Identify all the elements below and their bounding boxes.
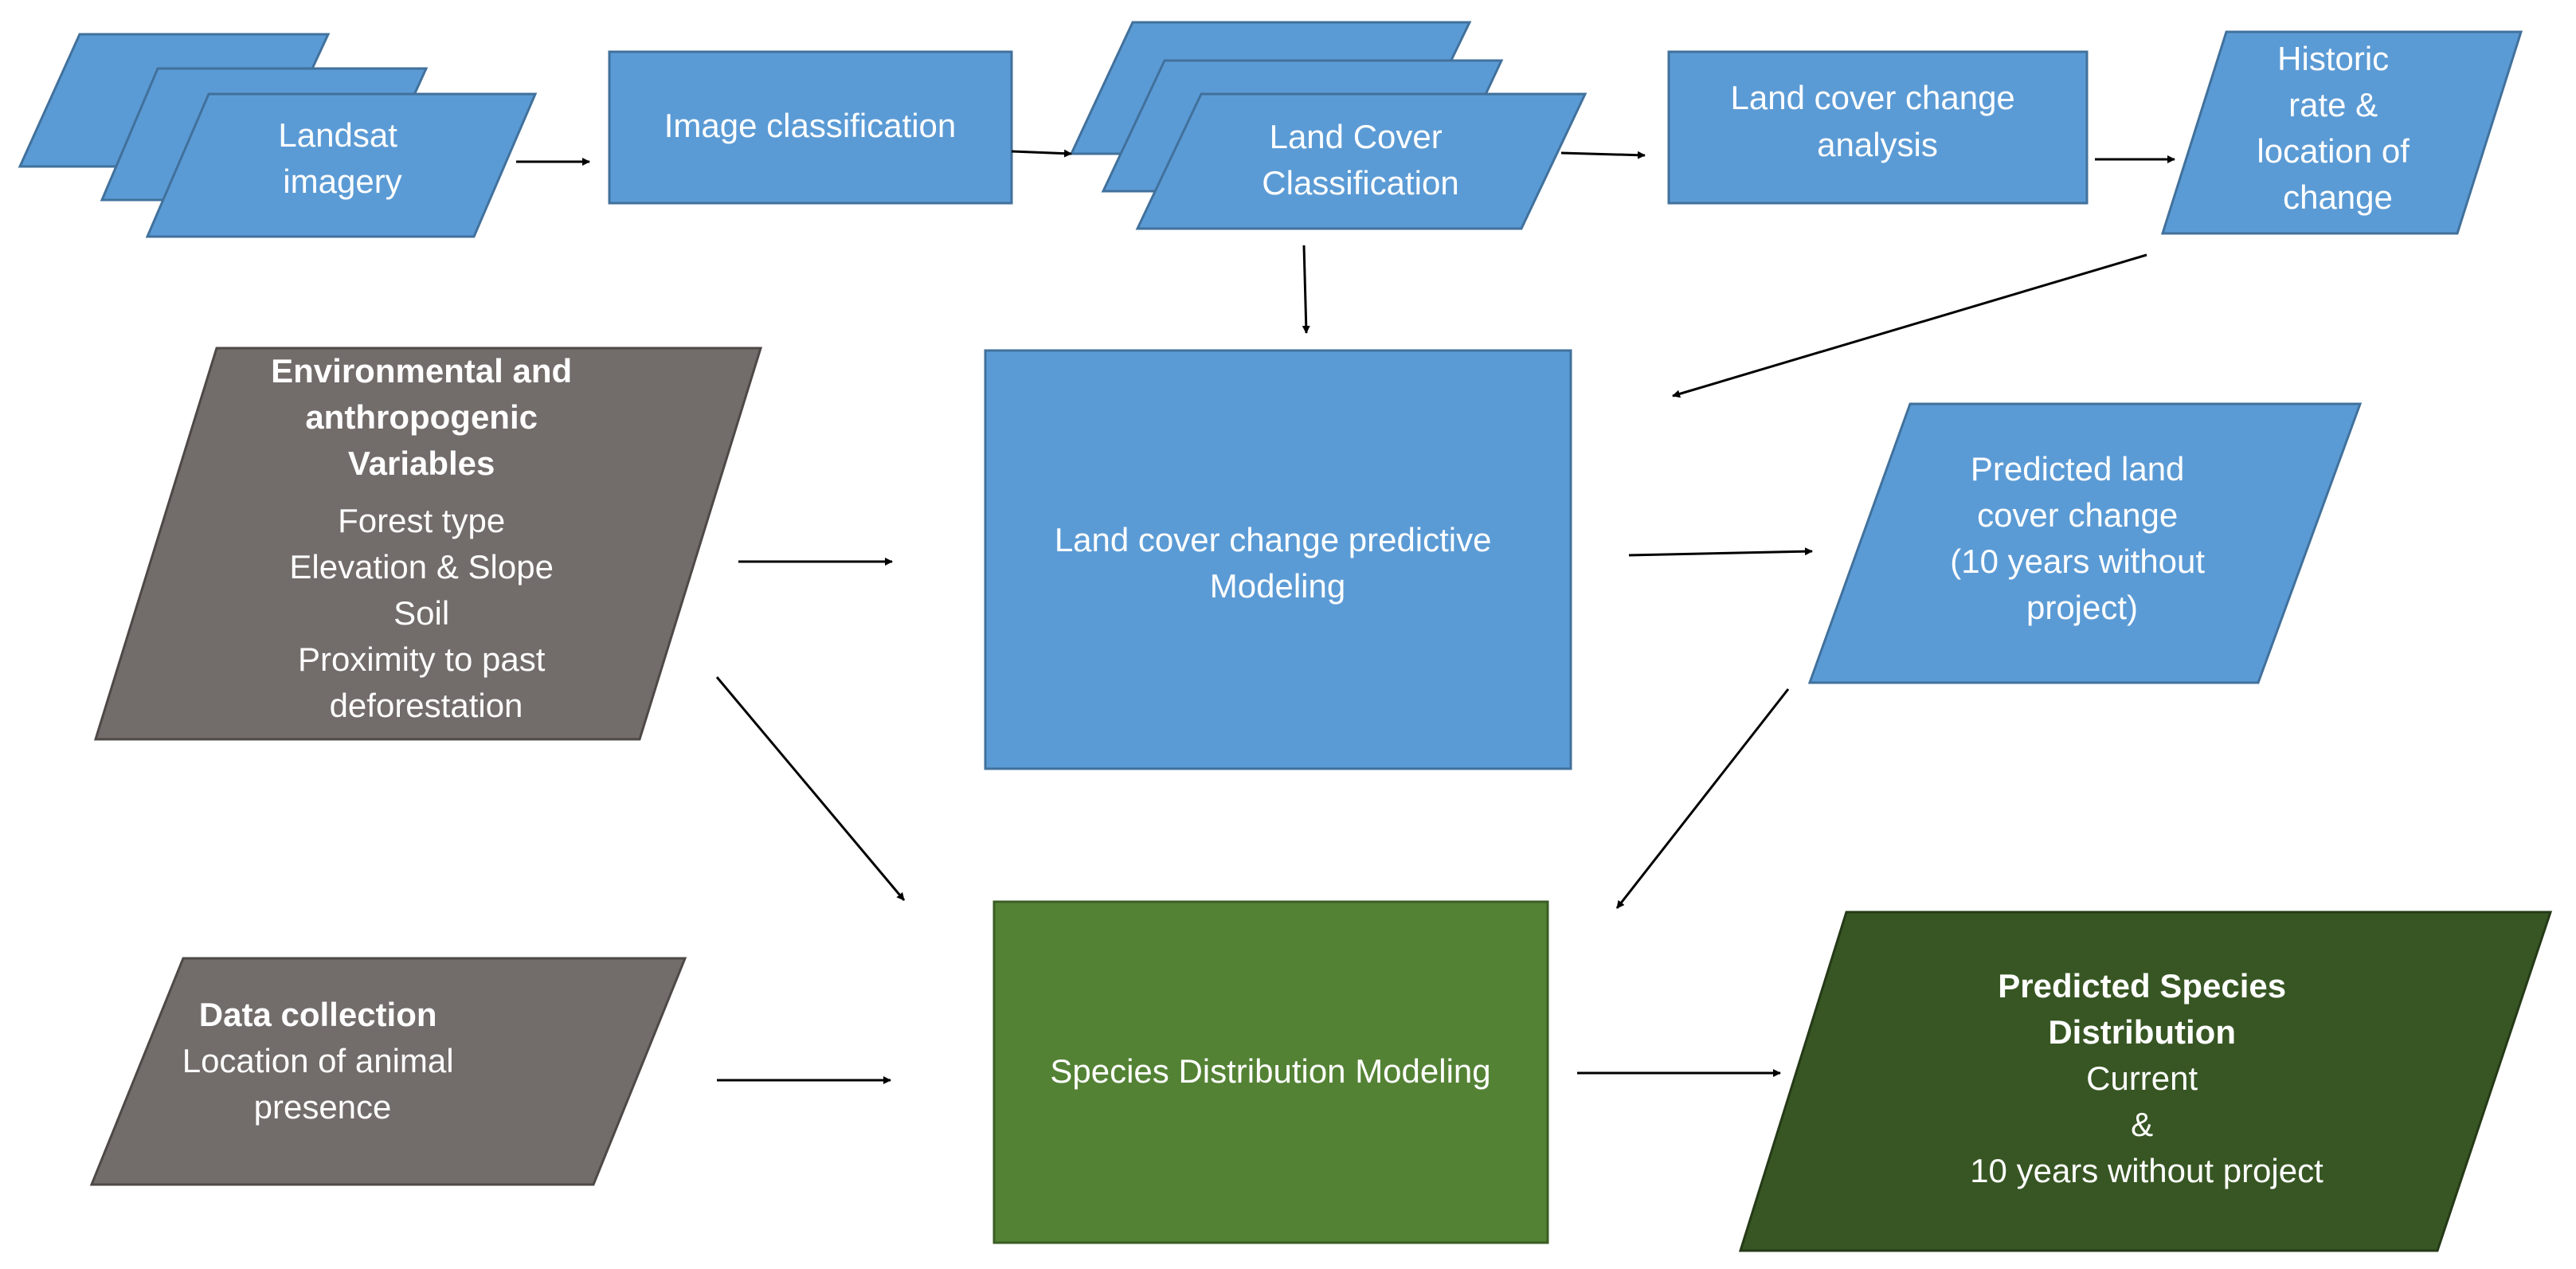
plcc-line-2: cover change	[1977, 496, 2178, 534]
psd-title-2: Distribution	[2048, 1013, 2236, 1051]
env-variables-item-1: Forest type	[338, 502, 505, 539]
image-classification-line-1: Image classification	[664, 107, 957, 144]
lcc-line-1: Land Cover	[1270, 118, 1443, 155]
arrow-land-cover-to-predictive-modeling	[1302, 245, 1310, 334]
lcpm-line-1: Land cover change predictive	[1055, 521, 1492, 558]
land-cover-predictive-modeling-box	[984, 349, 1572, 770]
historic-rate-line-2: rate &	[2288, 86, 2378, 123]
env-variables-item-3: Soil	[393, 594, 449, 632]
land-cover-change-analysis-label: Land cover change analysis	[1731, 79, 2025, 163]
psd-item-2: &	[2131, 1106, 2153, 1143]
landsat-imagery-line-2: imagery	[283, 163, 401, 200]
landsat-imagery-line-1: Landsat	[278, 116, 397, 154]
predicted-species-distribution-node: Predicted Species Distribution Current &…	[1738, 911, 2553, 1252]
arrow-image-classification-to-land-cover	[1011, 149, 1072, 158]
predicted-land-cover-change-shape	[1807, 402, 2363, 684]
predicted-land-cover-change-node: Predicted land cover change (10 years wi…	[1807, 402, 2363, 684]
species-distribution-modeling-box	[992, 900, 1549, 1244]
data-collection-node: Data collection Location of animal prese…	[89, 957, 687, 1186]
land-cover-predictive-modeling-node: Land cover change predictive Modeling	[984, 349, 1572, 770]
lcpm-line-2: Modeling	[1210, 567, 1345, 605]
data-collection-title: Data collection	[199, 996, 437, 1033]
species-distribution-modeling-label: Species Distribution Modeling	[1050, 1052, 1490, 1090]
arrow-predictive-modeling-to-predicted-change	[1628, 547, 1813, 557]
plcc-line-3: (10 years without	[1950, 542, 2205, 580]
land-cover-change-analysis-box	[1667, 50, 2089, 205]
arrow-env-variables-to-species-modeling	[715, 676, 906, 901]
env-variables-item-4: Proximity to past	[298, 640, 546, 678]
env-variables-title-1: Environmental and	[271, 352, 572, 390]
land-cover-classification-node: Land Cover Classification	[1069, 21, 1587, 230]
arrow-predicted-change-to-species-modeling	[1615, 688, 1790, 909]
plcc-line-4: project)	[2026, 589, 2138, 626]
landsat-imagery-label: Landsat imagery	[278, 116, 406, 200]
predicted-species-distribution-shape	[1738, 911, 2553, 1252]
landsat-stack-front	[145, 92, 538, 238]
sdm-line-1: Species Distribution Modeling	[1050, 1052, 1490, 1090]
data-collection-shape	[89, 957, 687, 1186]
predicted-land-cover-change-label: Predicted land cover change (10 years wi…	[1950, 450, 2214, 626]
psd-title-1: Predicted Species	[1998, 967, 2286, 1005]
env-variables-title-3: Variables	[348, 445, 495, 482]
env-variables-item-5: deforestation	[330, 687, 523, 724]
arrow-historic-rate-to-predictive-modeling	[1672, 253, 2147, 398]
psd-item-1: Current	[2086, 1059, 2198, 1097]
land-cover-classification-label: Land Cover Classification	[1262, 118, 1458, 202]
historic-rate-node: Historic rate & location of change	[2160, 30, 2523, 235]
historic-rate-label: Historic rate & location of change	[2257, 40, 2418, 216]
historic-rate-shape	[2160, 30, 2523, 235]
env-variables-item-2: Elevation & Slope	[289, 548, 554, 586]
lcc-stack-front	[1135, 92, 1587, 230]
image-classification-label: Image classification	[664, 107, 957, 144]
historic-rate-line-1: Historic	[2277, 40, 2389, 77]
data-collection-item-2: presence	[254, 1088, 392, 1126]
lcca-line-2: analysis	[1817, 126, 1938, 163]
env-variables-node: Environmental and anthropogenic Variable…	[93, 347, 763, 741]
arrows	[516, 149, 2175, 1084]
env-variables-title-2: anthropogenic	[305, 398, 538, 436]
land-cover-predictive-modeling-label: Land cover change predictive Modeling	[1055, 521, 1501, 605]
historic-rate-line-4: change	[2283, 178, 2393, 216]
predicted-species-distribution-label: Predicted Species Distribution Current &…	[1970, 967, 2323, 1189]
plcc-line-1: Predicted land	[1971, 450, 2185, 488]
data-collection-label: Data collection Location of animal prese…	[182, 996, 464, 1126]
landsat-imagery-node: Landsat imagery	[18, 33, 538, 238]
arrow-land-cover-to-change-analysis	[1560, 151, 1646, 159]
lcca-line-1: Land cover change	[1731, 79, 2015, 116]
env-variables-label: Environmental and anthropogenic Variable…	[271, 352, 581, 724]
data-collection-item-1: Location of animal	[182, 1042, 454, 1079]
land-cover-change-analysis-node: Land cover change analysis	[1667, 50, 2089, 205]
env-variables-shape	[93, 347, 763, 741]
historic-rate-line-3: location of	[2257, 132, 2410, 170]
image-classification-node: Image classification	[608, 50, 1013, 205]
psd-item-3: 10 years without project	[1970, 1152, 2323, 1189]
species-distribution-modeling-node: Species Distribution Modeling	[992, 900, 1549, 1244]
image-classification-box	[608, 50, 1013, 205]
lcc-line-2: Classification	[1262, 164, 1458, 202]
